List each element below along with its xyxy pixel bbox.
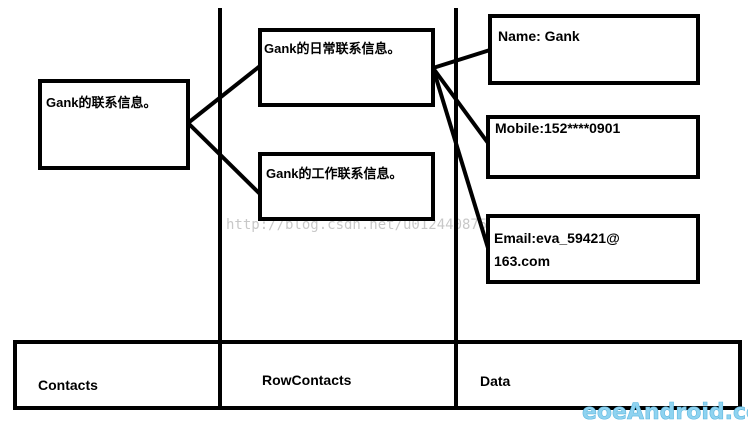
email-box	[486, 214, 700, 284]
site-logo: eoeAndroid.com	[582, 400, 748, 425]
connector-daily-name	[432, 48, 491, 70]
connector-daily-mobile	[431, 66, 490, 145]
name-label: Name: Gank	[498, 28, 580, 44]
connector-contact-daily	[186, 64, 262, 125]
mobile-box	[486, 115, 700, 179]
table-col-data: Data	[480, 373, 511, 389]
email-label-line2: 163.com	[494, 253, 550, 269]
connector-daily-email	[431, 67, 490, 249]
connectors	[186, 48, 491, 249]
connector-contact-work	[186, 121, 262, 196]
work-contact-box	[258, 152, 435, 221]
daily-contact-label: Gank的日常联系信息。	[264, 41, 401, 56]
contact-label: Gank的联系信息。	[46, 95, 157, 110]
mobile-label: Mobile:152****0901	[495, 120, 621, 136]
table-col-contacts: Contacts	[38, 377, 98, 393]
name-box	[488, 14, 700, 85]
contact-box	[38, 79, 190, 170]
work-contact-label: Gank的工作联系信息。	[266, 166, 403, 181]
table-box	[13, 340, 742, 410]
daily-contact-box	[258, 28, 435, 107]
table-col-rowcontacts: RowContacts	[262, 372, 352, 388]
email-label-line1: Email:eva_59421@	[494, 230, 620, 246]
